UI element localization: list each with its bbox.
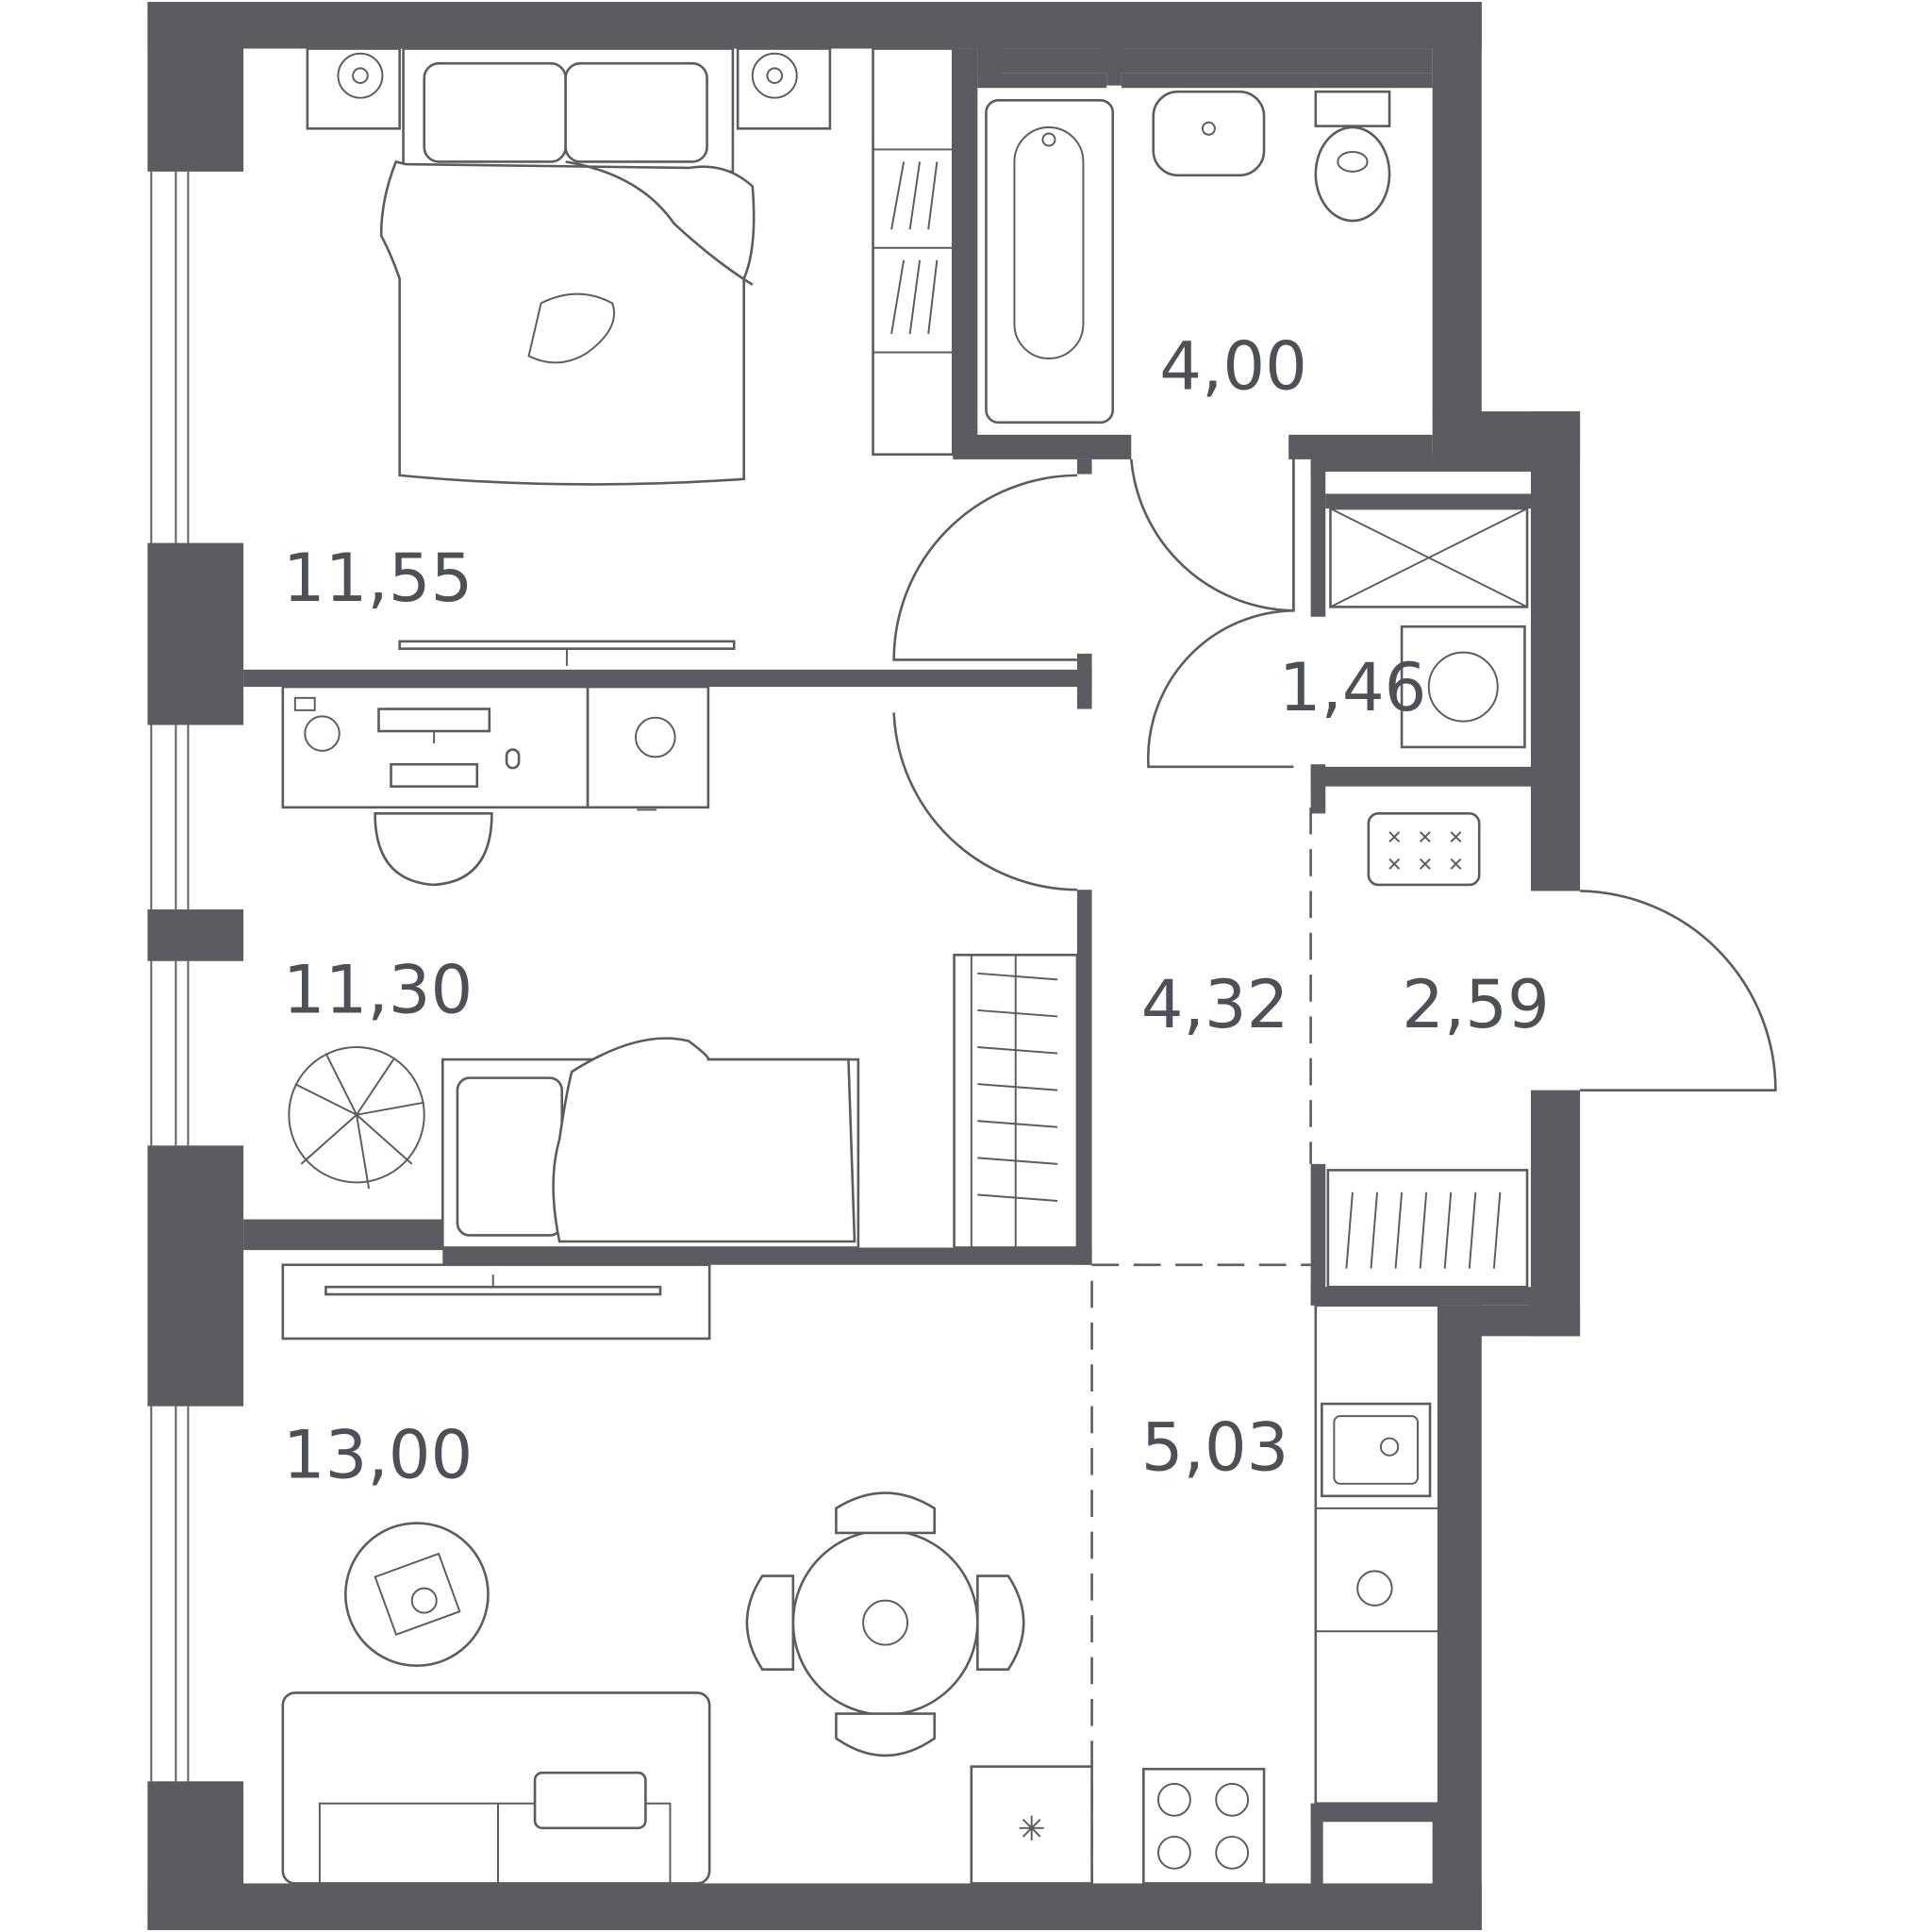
doors xyxy=(892,458,1777,1091)
area-label-living-room: 13,00 xyxy=(283,1416,473,1493)
tv-bedroom-1 xyxy=(398,640,736,666)
desk xyxy=(281,685,590,809)
drawer-unit xyxy=(586,685,710,811)
area-label-storage: 1,46 xyxy=(1279,649,1427,726)
nightstand-left xyxy=(306,47,401,130)
walls xyxy=(147,2,1581,1930)
double-bed xyxy=(379,47,756,486)
area-label-kitchen: 5,03 xyxy=(1141,1408,1289,1486)
toilet xyxy=(1314,90,1391,223)
sink xyxy=(1152,90,1266,177)
tv-stand xyxy=(281,1263,711,1341)
area-label-bathroom: 4,00 xyxy=(1159,328,1307,406)
bathtub xyxy=(985,98,1115,425)
dining-table xyxy=(745,1491,1025,1757)
sofa xyxy=(281,1691,711,1885)
kitchen-counter xyxy=(1314,1304,1440,1806)
stove xyxy=(1142,1767,1266,1885)
area-label-hallway: 4,32 xyxy=(1141,966,1289,1043)
wardrobe-bedroom-1 xyxy=(872,47,955,457)
wardrobe-bedroom-2 xyxy=(953,953,1079,1249)
nightstand-right xyxy=(736,47,832,130)
shoe-bench xyxy=(1367,812,1481,887)
coffee-table xyxy=(344,1522,490,1668)
washing-machine xyxy=(1400,625,1526,749)
storage-shelf xyxy=(1329,507,1529,608)
single-bed xyxy=(440,1037,860,1249)
desk-chair xyxy=(374,812,493,887)
area-label-bedroom-1: 11,55 xyxy=(283,540,473,617)
entrance-wardrobe xyxy=(1326,1169,1529,1289)
kitchen-cabinet xyxy=(970,1765,1093,1885)
area-label-entrance: 2,59 xyxy=(1402,966,1550,1043)
area-label-bedroom-2: 11,30 xyxy=(283,952,473,1029)
windows xyxy=(150,52,1427,1782)
plant xyxy=(288,1046,425,1190)
